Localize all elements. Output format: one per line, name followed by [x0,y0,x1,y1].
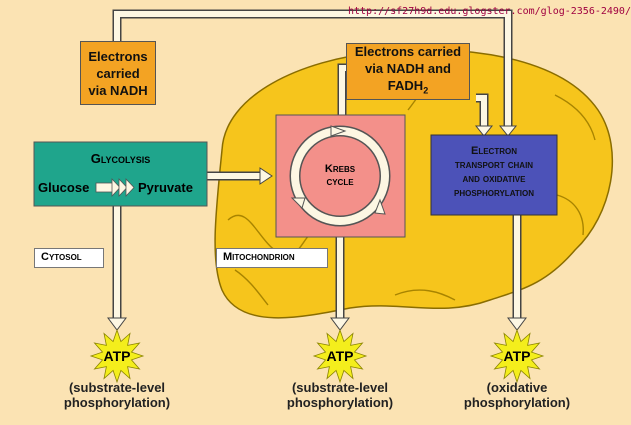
electrons-fadh-line2: via NADH and [365,61,451,77]
glycolysis-title: Glycolysis [90,151,151,166]
glucose-label: Glucose [38,180,90,195]
source-url: http://sf27h9d.edu.glogster.com/glog-235… [348,6,631,17]
caption-middle-line1: (substrate-level [291,380,389,395]
caption-middle-line2: phosphorylation) [286,395,394,410]
caption-right-line2: phosphorylation) [463,395,571,410]
electrons-nadh-line2: carried [96,65,140,81]
etc-line2: transport chain [454,159,534,171]
arrow-down-left [107,206,127,331]
caption-middle: (substrate-level phosphorylation) [270,380,410,410]
etc-line3: and oxidative [462,173,526,185]
caption-left-line2: phosphorylation) [63,395,171,410]
electrons-nadh-line3: via NADH [88,82,148,98]
caption-left-line1: (substrate-level [68,380,166,395]
atp-text-right: ATP [503,348,531,364]
krebs-line1: Krebs [324,163,356,175]
mitochondrion-label: Mitochondrion [216,248,328,268]
electrons-nadh-line1: Electrons [88,48,148,64]
atp-star-left [89,328,145,384]
etc-box [430,134,558,216]
krebs-label: Krebs cycle [310,163,370,189]
atp-text-left: ATP [103,348,131,364]
arrow-down-right [507,215,527,331]
krebs-line2: cycle [326,176,354,188]
caption-right-line1: (oxidative [486,380,548,395]
electrons-nadh-box: Electrons carried via NADH [80,41,156,105]
caption-left: (substrate-level phosphorylation) [47,380,187,410]
krebs-cycle-arrows [289,125,391,227]
etc-label: Electron transport chain and oxidative p… [431,144,557,200]
electrons-nadh-fadh-box: Electrons carried via NADH and FADH2 [346,43,470,100]
electrons-fadh-line1: Electrons carried [354,44,462,60]
etc-line4: phosphorylation [453,187,534,199]
atp-star-middle [312,328,368,384]
glycolysis-inner-arrow [95,177,135,198]
arrow-glycolysis-krebs [207,167,273,185]
arrow-down-middle [330,237,350,331]
pyruvate-label: Pyruvate [138,180,193,195]
atp-star-right [489,328,545,384]
fadh-text: FADH [387,78,424,94]
fadh-subscript: 2 [423,85,429,96]
glycolysis-box [33,141,208,207]
electrons-fadh-line3: FADH2 [347,77,469,100]
caption-right: (oxidative phosphorylation) [447,380,587,410]
atp-text-middle: ATP [326,348,354,364]
etc-line1: Electron [470,145,517,157]
cytosol-label: Cytosol [34,248,104,268]
connector-nadh-top [112,9,518,137]
